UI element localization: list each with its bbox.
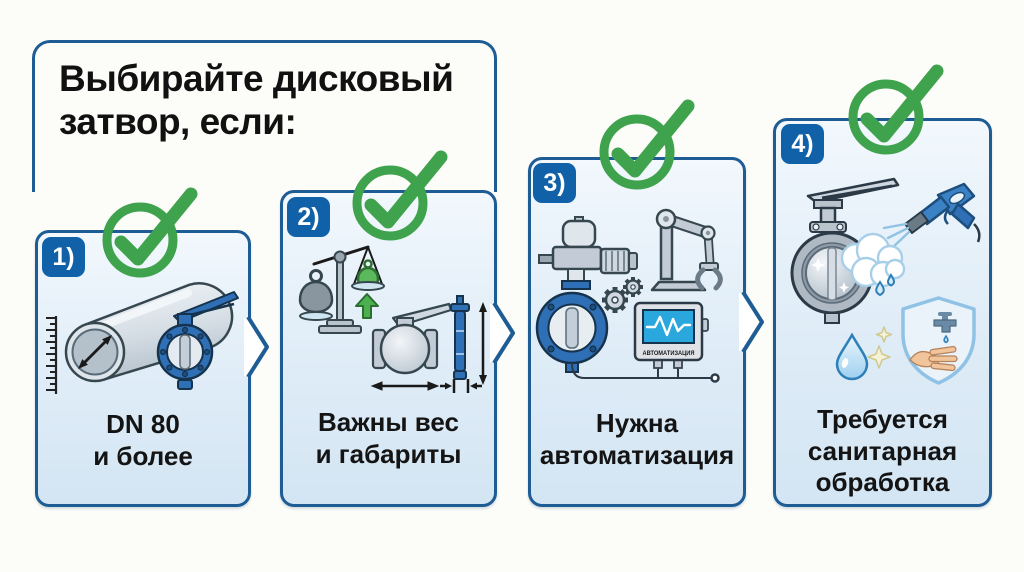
checkmark-icon bbox=[102, 187, 198, 278]
spray-cloud-icon bbox=[840, 232, 906, 288]
caption-weight: Важны вес и габариты bbox=[315, 407, 462, 469]
checkmark-icon bbox=[599, 99, 695, 190]
hands-icon bbox=[909, 345, 958, 372]
checkmark-icon bbox=[352, 150, 448, 241]
ball-valve-icon bbox=[371, 302, 453, 375]
slim-butterfly-valve-icon bbox=[450, 295, 470, 380]
sanitation-illustration bbox=[790, 177, 981, 385]
butterfly-valve-icon bbox=[535, 291, 609, 373]
faucet-icon bbox=[933, 312, 957, 344]
height-arrow-icon bbox=[479, 302, 487, 385]
control-monitor-icon: АВТОМАТИЗАЦИЯ bbox=[633, 301, 709, 369]
automation-illustration: АВТОМАТИЗАЦИЯ bbox=[535, 208, 723, 383]
ruler-icon bbox=[46, 316, 58, 394]
arrow-right-icon bbox=[490, 301, 515, 365]
badge-1: 1) bbox=[42, 237, 85, 277]
droplets bbox=[875, 273, 895, 297]
caption-automation: Нужна автоматизация bbox=[539, 408, 735, 470]
hygiene-shield-icon bbox=[901, 296, 976, 385]
balance-scale-icon bbox=[298, 245, 385, 334]
arrow-right-icon bbox=[244, 315, 269, 379]
wire bbox=[571, 362, 720, 383]
green-up-arrow-icon bbox=[355, 293, 379, 319]
gears-icon bbox=[602, 277, 643, 313]
weight-comparison-illustration bbox=[298, 245, 487, 393]
water-drop-icon bbox=[835, 332, 869, 381]
badge-4: 4) bbox=[781, 124, 824, 164]
spray-gun-icon bbox=[904, 182, 981, 243]
caption-dn80: DN 80 и более bbox=[93, 409, 193, 471]
badge-2: 2) bbox=[287, 197, 330, 237]
width-arrow-icon bbox=[370, 381, 440, 391]
narrow-width-arrow-icon bbox=[440, 379, 482, 393]
arrow-right-icon bbox=[739, 290, 764, 354]
sparkle-icons bbox=[867, 326, 893, 369]
checkmark-icon bbox=[848, 64, 944, 155]
spray-lines bbox=[882, 222, 911, 250]
pipe-valve-illustration bbox=[46, 282, 239, 394]
page-title: Выбирайте дисковый затвор, если: bbox=[59, 58, 454, 143]
monitor-label: АВТОМАТИЗАЦИЯ bbox=[643, 350, 695, 357]
caption-sanitary: Требуется санитарная обработка bbox=[807, 404, 958, 498]
butterfly-valve-icon bbox=[156, 291, 239, 390]
title-box: Выбирайте дисковый затвор, если: bbox=[32, 40, 497, 192]
electric-actuator-icon bbox=[538, 216, 638, 290]
robot-arm-icon bbox=[650, 208, 723, 292]
diameter-arrow-icon bbox=[78, 335, 112, 369]
badge-3: 3) bbox=[533, 163, 576, 203]
